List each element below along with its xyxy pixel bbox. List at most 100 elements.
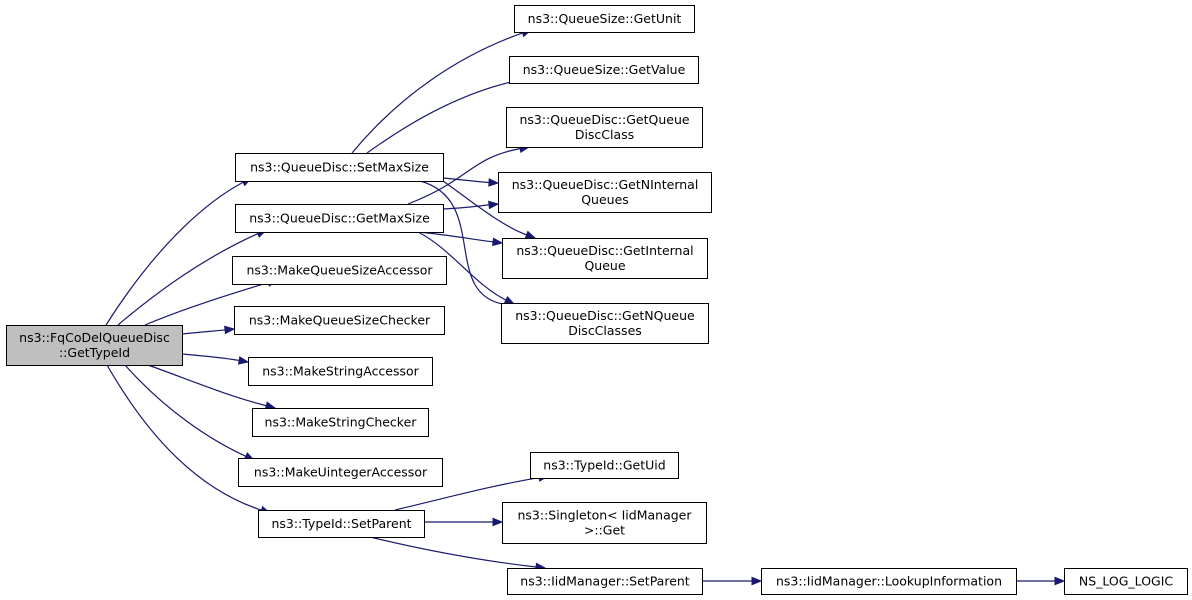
edge-iidSetParent-to-lookupInformation [702,576,763,586]
node-getMaxSize[interactable]: ns3::QueueDisc::GetMaxSize [235,204,444,233]
edge-line [394,476,540,511]
edge-line [181,329,226,335]
edge-line [419,180,507,306]
node-box [252,408,429,437]
edge-setMaxSize-to-queueSizeGetValue [366,75,532,154]
edge-setMaxSize-to-getNInternalQueues [442,177,500,187]
node-label: ns3::QueueDisc::SetMaxSize [250,160,429,175]
node-label: ns3::QueueDisc::GetMaxSize [249,211,430,226]
edge-lookupInformation-to-nsLogLogic [1016,576,1066,586]
node-makeQueueSizeAccessor[interactable]: ns3::MakeQueueSizeAccessor [232,256,447,285]
node-label: ns3::QueueDisc::GetInternal [516,243,693,258]
edge-line [442,180,527,236]
node-box [514,5,695,33]
node-label: ns3::MakeUintegerAccessor [254,465,428,480]
node-queueSizeGetValue[interactable]: ns3::QueueSize::GetValue [509,56,699,84]
edge-line [124,364,247,457]
node-box [235,153,444,182]
edge-line [417,231,494,243]
arrowhead-icon [488,178,500,187]
node-box [509,56,699,84]
node-box [498,172,712,213]
node-box [502,238,708,279]
node-box [235,204,444,233]
node-makeStringChecker[interactable]: ns3::MakeStringChecker [252,408,429,437]
node-lookupInformation[interactable]: ns3::IidManager::LookupInformation [761,568,1017,595]
node-label: ns3::TypeId::SetParent [271,516,411,531]
node-label: ns3::IidManager::SetParent [520,574,690,589]
node-getTypeId[interactable]: ns3::FqCoDelQueueDisc::GetTypeId [6,325,183,366]
node-box [501,303,709,344]
node-box [761,568,1017,595]
node-label: ns3::Singleton< IidManager [517,508,692,523]
node-makeQueueSizeChecker[interactable]: ns3::MakeQueueSizeChecker [234,306,445,335]
node-box [530,452,679,479]
edge-line [442,177,490,184]
edge-setMaxSize-to-queueSizeGetUnit [351,29,533,154]
edge-getTypeId-to-setMaxSize [105,177,253,326]
edge-setMaxSize-to-getInternalQueue [442,180,537,239]
node-nsLogLogic[interactable]: NS_LOG_LOGIC [1064,568,1188,595]
node-iidSetParent[interactable]: ns3::IidManager::SetParent [507,568,703,595]
edge-getTypeId-to-makeUintegerAccessor [124,364,256,461]
node-label: >::Get [584,523,625,538]
arrowhead-icon [751,576,763,586]
edge-line [442,204,490,210]
node-label: ns3::TypeId::GetUid [543,458,665,473]
node-label: ns3::QueueDisc::GetQueue [519,112,689,127]
node-box [507,568,703,595]
edge-line [417,231,507,301]
node-box [502,502,707,544]
arrowhead-icon [524,230,537,239]
node-makeUintegerAccessor[interactable]: ns3::MakeUintegerAccessor [238,458,443,487]
node-queueSizeGetUnit[interactable]: ns3::QueueSize::GetUnit [514,5,695,33]
arrowhead-icon [237,356,250,365]
node-label: ns3::MakeQueueSizeChecker [249,313,431,328]
node-makeStringAccessor[interactable]: ns3::MakeStringAccessor [248,357,433,386]
node-label: ns3::MakeStringChecker [265,415,418,430]
node-box [238,458,443,487]
node-label: ns3::QueueSize::GetValue [523,62,686,77]
arrowhead-icon [224,325,236,335]
node-typeIdSetParent[interactable]: ns3::TypeId::SetParent [258,510,425,538]
node-singletonGet[interactable]: ns3::Singleton< IidManager>::Get [502,502,707,544]
node-box [232,256,447,285]
arrowhead-icon [1054,576,1066,586]
edge-line [147,364,267,407]
node-label: ns3::QueueSize::GetUnit [528,11,682,26]
node-box [258,510,425,538]
node-label: ns3::FqCoDelQueueDisc [19,330,170,345]
node-box [234,306,445,335]
node-label: DiscClasses [568,323,642,338]
node-label: Queues [581,192,629,207]
edge-getMaxSize-to-getNInternalQueues [442,200,500,210]
edge-line [106,364,262,511]
edge-line [351,32,523,154]
edge-line [369,536,537,568]
node-box [506,107,703,148]
function-nodes: ns3::FqCoDelQueueDisc::GetTypeId ns3::Que… [6,5,1188,595]
node-label: ns3::QueueDisc::GetNInternal [512,177,699,192]
arrowhead-icon [503,295,516,305]
edge-line [144,281,269,326]
edge-line [117,233,259,326]
edge-getMaxSize-to-getInternalQueue [417,231,504,247]
node-setMaxSize[interactable]: ns3::QueueDisc::SetMaxSize [235,153,444,182]
edge-line [105,181,244,326]
edge-getTypeId-to-makeStringAccessor [181,353,250,365]
node-label: NS_LOG_LOGIC [1079,574,1174,589]
node-label: DiscClass [575,127,634,142]
edge-typeIdSetParent-to-singletonGet [424,517,504,527]
edge-line [181,353,240,362]
node-label: Queue [584,258,625,273]
edge-line [407,148,521,205]
node-label: ns3::IidManager::LookupInformation [776,574,1002,589]
node-box [248,357,433,386]
node-label: ns3::MakeQueueSizeAccessor [246,263,433,278]
node-typeIdGetUid[interactable]: ns3::TypeId::GetUid [530,452,679,479]
